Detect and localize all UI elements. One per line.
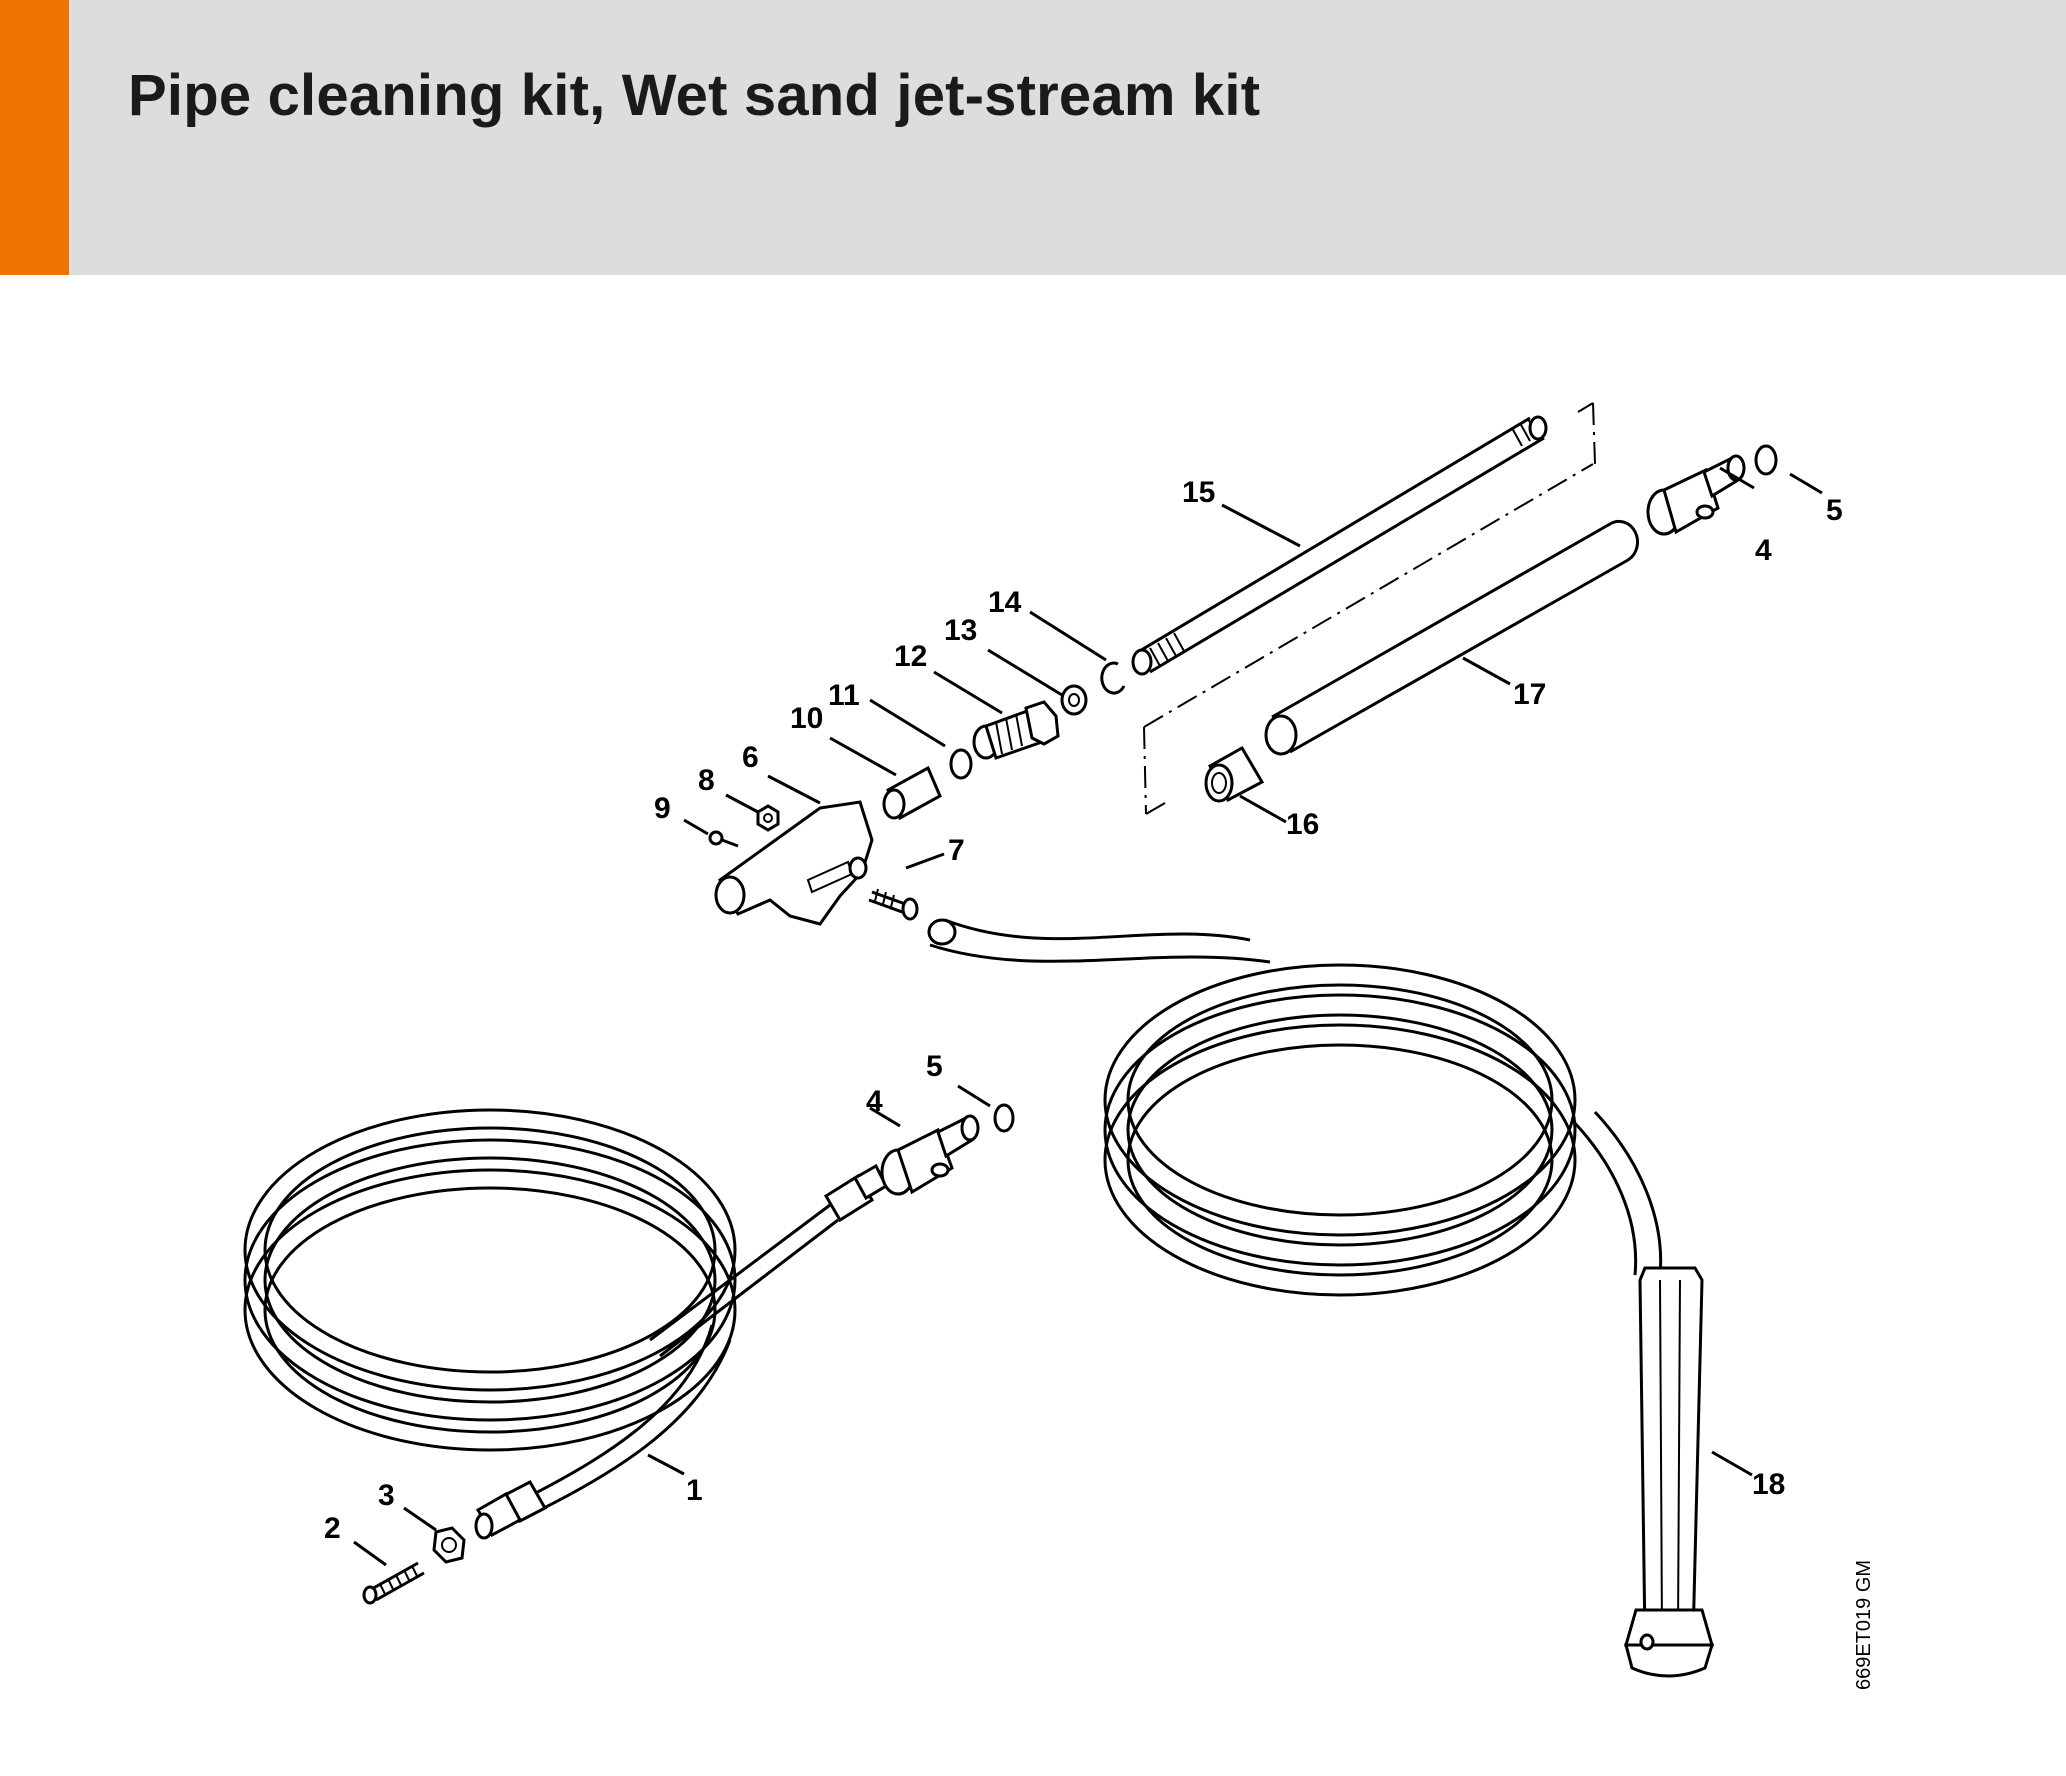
o-ring-upper: [1754, 444, 1778, 476]
housing-part: [714, 800, 874, 926]
accent-bar: [0, 0, 69, 275]
callout-8: 8: [698, 764, 715, 797]
callout-11: 11: [828, 679, 860, 712]
callout-4-upper: 4: [1755, 534, 1772, 567]
assembly-boundary: [1143, 402, 1596, 815]
leader-lines: [353, 466, 1823, 1567]
callout-2: 2: [324, 1512, 341, 1545]
sleeve-part: [1204, 745, 1265, 803]
nut-part-8: [756, 804, 780, 832]
hose-fitting-lower: [474, 1480, 548, 1540]
drawing-code: 669ET019 GM: [1853, 1560, 1875, 1690]
spring-part: [362, 1561, 425, 1605]
callout-3: 3: [378, 1479, 395, 1512]
bushing-part: [882, 765, 942, 821]
callout-14: 14: [988, 586, 1022, 619]
o-ring-lower: [993, 1103, 1015, 1133]
hose-fitting-upper: [823, 1163, 888, 1223]
callout-13: 13: [944, 614, 977, 647]
washer-part: [1060, 684, 1088, 716]
header-band: Pipe cleaning kit, Wet sand jet-stream k…: [0, 0, 2066, 275]
hose-coil-left: [243, 1108, 839, 1512]
callout-6: 6: [742, 741, 759, 774]
callout-16: 16: [1286, 808, 1319, 841]
hose-coil-right: [927, 918, 1663, 1297]
callout-5-upper: 5: [1826, 494, 1843, 527]
screw-part-9: [708, 830, 739, 848]
nozzle-insert-part: [972, 700, 1060, 760]
pipe-nozzle-part: [1624, 1266, 1715, 1678]
callout-4-lower: 4: [866, 1085, 883, 1118]
callout-17: 17: [1513, 678, 1546, 711]
callout-15: 15: [1182, 476, 1215, 509]
callout-9: 9: [654, 792, 671, 825]
callout-5-lower: 5: [926, 1050, 943, 1083]
coupling-upper: [1646, 454, 1746, 536]
callouts: 1 2 3 4 5 4 5 6 7 8 9 10 11 12 13 14 15 …: [324, 476, 1843, 1545]
pipe-part-15: [1131, 415, 1548, 676]
o-ring-11: [949, 748, 973, 780]
nut-part: [432, 1526, 466, 1564]
callout-1: 1: [686, 1474, 703, 1507]
callout-12: 12: [894, 640, 927, 673]
tube-part-17: [1264, 519, 1640, 756]
screw-part-7: [868, 888, 919, 921]
callout-18: 18: [1752, 1468, 1785, 1501]
clip-ring: [1100, 661, 1126, 695]
page-title: Pipe cleaning kit, Wet sand jet-stream k…: [128, 63, 1261, 128]
callout-7: 7: [948, 834, 965, 867]
coupling-lower: [880, 1114, 980, 1196]
callout-10: 10: [790, 702, 823, 735]
